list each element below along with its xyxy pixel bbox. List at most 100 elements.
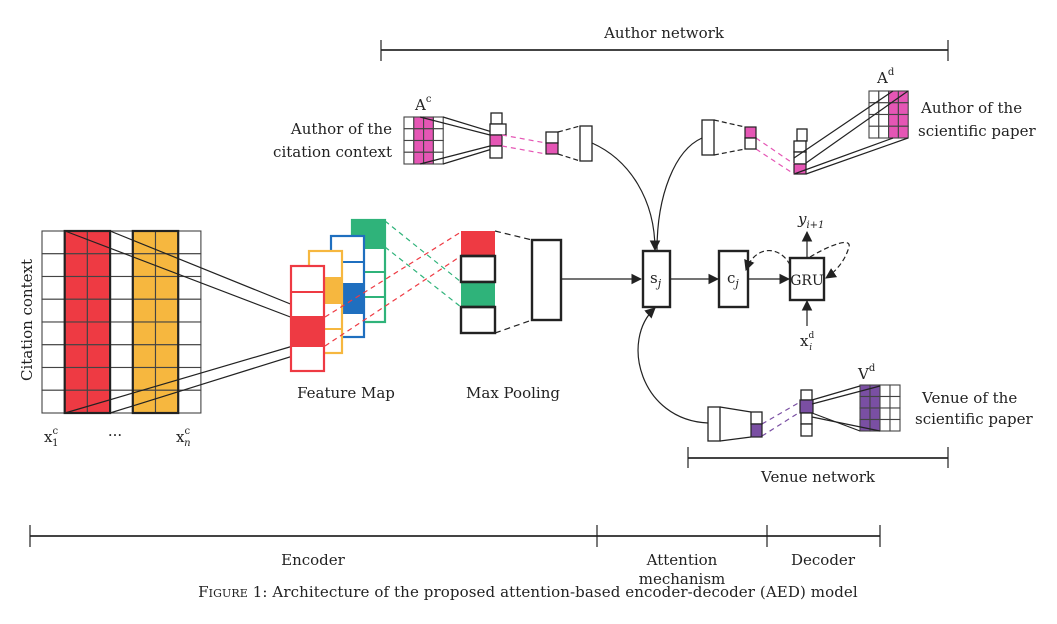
matrix-cell (869, 407, 881, 421)
matrix-cell (132, 230, 157, 255)
gru-label: GRU (790, 273, 824, 289)
matrix-cell (86, 298, 111, 323)
matrix-cell (177, 344, 202, 369)
pooled-vector (530, 238, 563, 322)
matrix-cell (154, 389, 179, 414)
matrix-cell (86, 389, 111, 414)
matrix-cell (432, 128, 444, 142)
matrix-cell (878, 113, 890, 127)
matrix-cell (403, 139, 415, 153)
c-node (717, 249, 750, 309)
matrix-cell (86, 321, 111, 346)
matrix-cell (109, 275, 134, 300)
matrix-cell (413, 139, 425, 153)
matrix-cell (109, 321, 134, 346)
matrix-cell (41, 298, 66, 323)
convolution-lines (64, 230, 326, 414)
decoder-label: Decoder (791, 551, 856, 569)
feature-map-3 (289, 264, 326, 373)
matrix-cell (132, 275, 157, 300)
matrix-cell (878, 125, 890, 139)
matrix-cell (889, 395, 901, 409)
matrix-cell (413, 128, 425, 142)
max-pooling-column (459, 231, 497, 335)
author-paper-conv (701, 90, 909, 175)
matrix-cell (177, 321, 202, 346)
citation-context-label: Citation context (18, 259, 36, 381)
matrix-cell (897, 113, 909, 127)
matrix-cell (86, 230, 111, 255)
matrix-cell (109, 230, 134, 255)
matrix-cell (109, 253, 134, 278)
venue-paper-conv (707, 385, 881, 442)
matrix-cell (403, 128, 415, 142)
matrix-cell (86, 366, 111, 391)
pooling-connectors (324, 220, 462, 347)
s-node-label: sj (650, 269, 662, 290)
matrix-cell (154, 344, 179, 369)
matrix-cell (132, 298, 157, 323)
matrix-cell (177, 298, 202, 323)
matrix-cell (177, 275, 202, 300)
figure-caption: Figure 1: Architecture of the proposed a… (198, 583, 858, 601)
matrix-cell (413, 116, 425, 130)
feature-map-active-cell (291, 317, 324, 346)
matrix-cell (41, 344, 66, 369)
matrix-cell (154, 275, 179, 300)
matrix-cell (132, 344, 157, 369)
matrix-cell (889, 407, 901, 421)
matrix-cell (132, 253, 157, 278)
matrix-cell (86, 253, 111, 278)
author-citation-label-2: citation context (273, 143, 392, 161)
venue-paper-label-1: Venue of the (921, 389, 1017, 407)
matrix-cell (423, 128, 434, 142)
matrix-cell (86, 344, 111, 369)
matrix-cell (859, 418, 871, 432)
attention-label-2: mechanism (639, 570, 725, 588)
matrix-cell (64, 275, 88, 300)
matrix-cell (64, 366, 88, 391)
matrix-cell (64, 321, 88, 346)
venue-network-label: Venue network (760, 468, 876, 486)
attention-label-1: Attention (646, 551, 718, 569)
matrix-cell (41, 389, 66, 414)
matrix-cell (154, 298, 179, 323)
author-paper-label-1: Author of the (920, 99, 1022, 117)
matrix-cell (868, 125, 880, 139)
venue-network-bracket: Venue network (687, 447, 949, 486)
c-node-label: cj (727, 269, 739, 290)
matrix-cell (869, 395, 881, 409)
feature-map-label: Feature Map (297, 384, 395, 402)
ellipsis-label: ··· (108, 426, 122, 444)
matrix-cell (859, 395, 871, 409)
bottom-bracket: Encoder Attention mechanism Decoder (29, 525, 881, 588)
matrix-cell (432, 139, 444, 153)
matrix-cell (177, 253, 202, 278)
matrix-cell (888, 102, 899, 116)
matrix-cell (888, 125, 899, 139)
matrix-cell (64, 230, 88, 255)
matrix-cell (879, 418, 891, 432)
matrix-cell (64, 344, 88, 369)
matrix-cell (41, 230, 66, 255)
author-paper-to-s-arrow (656, 137, 703, 251)
author-network-label: Author network (603, 24, 725, 42)
matrix-cell (41, 275, 66, 300)
matrix-cell (64, 253, 88, 278)
matrix-cell (889, 418, 901, 432)
matrix-cell (879, 395, 891, 409)
matrix-cell (889, 384, 901, 398)
matrix-cell (859, 407, 871, 421)
matrix-cell (132, 389, 157, 414)
matrix-cell (41, 253, 66, 278)
author-citation-conv (419, 112, 593, 165)
matrix-cell (109, 344, 134, 369)
ad-matrix-label: Ad (876, 67, 895, 87)
matrix-cell (41, 321, 66, 346)
matrix-cell (403, 151, 415, 165)
matrix-cell (403, 116, 415, 130)
matrix-cell (177, 389, 202, 414)
matrix-cell (86, 275, 111, 300)
